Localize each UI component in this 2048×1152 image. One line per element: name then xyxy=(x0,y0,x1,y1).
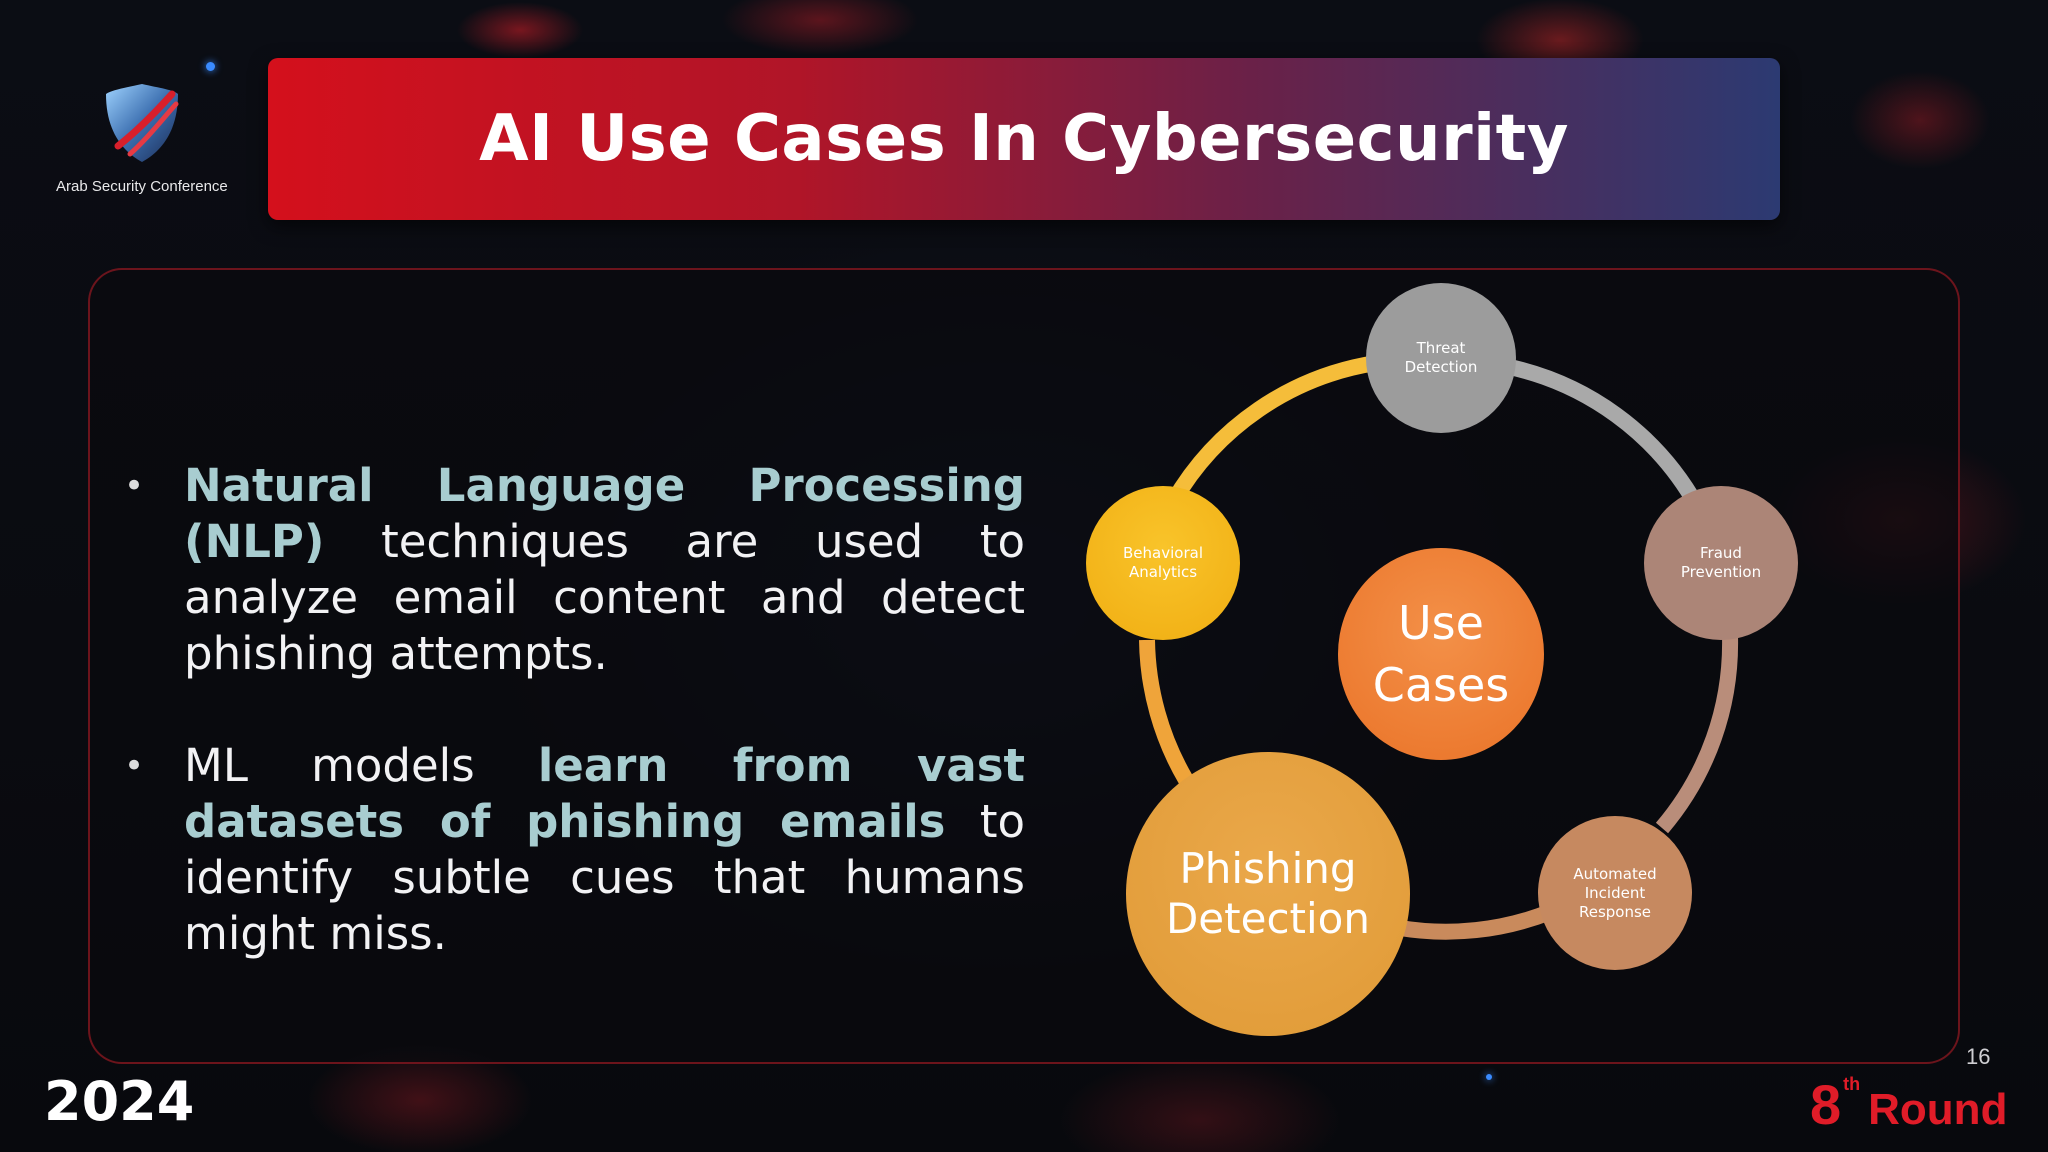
center-label: Cases xyxy=(1373,654,1510,716)
round-suffix: th xyxy=(1843,1074,1860,1094)
node-label: Fraud xyxy=(1681,544,1761,563)
center-label: Use xyxy=(1373,592,1510,654)
ring-segment xyxy=(1173,363,1376,502)
diagram-center-use-cases: Use Cases xyxy=(1338,548,1544,760)
node-label: Automated xyxy=(1573,865,1656,884)
diagram-node-behavioral-analytics: Behavioral Analytics xyxy=(1086,486,1240,640)
ring-segment xyxy=(1400,912,1550,932)
node-label: Behavioral xyxy=(1123,544,1203,563)
footer-year: 2024 xyxy=(44,1070,194,1133)
node-label: Response xyxy=(1573,903,1656,922)
node-label: Detection xyxy=(1166,894,1370,944)
diagram-node-automated-incident-response: Automated Incident Response xyxy=(1538,816,1692,970)
diagram-node-phishing-detection: Phishing Detection xyxy=(1126,752,1410,1036)
round-word: Round xyxy=(1868,1085,2007,1134)
ring-segment xyxy=(1662,636,1730,828)
diagram-node-threat-detection: Threat Detection xyxy=(1366,283,1516,433)
ring-segment xyxy=(1505,366,1697,506)
node-label: Prevention xyxy=(1681,563,1761,582)
diagram-node-fraud-prevention: Fraud Prevention xyxy=(1644,486,1798,640)
ring-segment xyxy=(1147,640,1186,780)
round-number: 8 xyxy=(1810,1073,1841,1136)
node-label: Threat xyxy=(1405,339,1478,358)
node-label: Detection xyxy=(1405,358,1478,377)
node-label: Incident xyxy=(1573,884,1656,903)
node-label: Phishing xyxy=(1166,844,1370,894)
node-label: Analytics xyxy=(1123,563,1203,582)
slide-number: 16 xyxy=(1966,1044,1990,1070)
